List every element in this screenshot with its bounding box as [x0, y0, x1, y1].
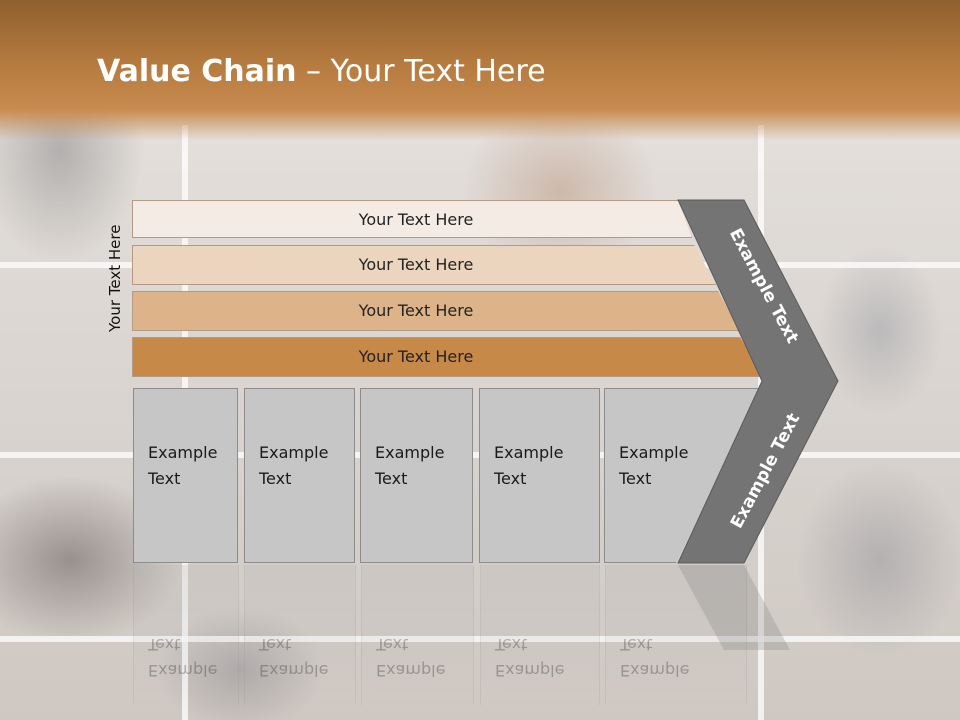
- header-band: [0, 0, 960, 140]
- chevron-shape: [677, 199, 839, 564]
- bar-1[interactable]: Your Text Here: [132, 200, 692, 238]
- title-rest: – Your Text Here: [296, 54, 546, 89]
- chevron-reflection: [678, 565, 790, 650]
- bar-3[interactable]: Your Text Here: [132, 291, 740, 331]
- title-bold: Value Chain: [97, 54, 297, 89]
- bar-4-label: Your Text Here: [358, 347, 474, 366]
- bar-1-label: Your Text Here: [358, 210, 474, 229]
- collage-divider: [0, 636, 960, 642]
- bar-4[interactable]: Your Text Here: [132, 337, 764, 377]
- bar-2[interactable]: Your Text Here: [132, 245, 716, 285]
- bar-3-label: Your Text Here: [358, 301, 474, 320]
- slide-title[interactable]: Value Chain – Your Text Here: [97, 54, 546, 89]
- bar-2-label: Your Text Here: [358, 255, 474, 274]
